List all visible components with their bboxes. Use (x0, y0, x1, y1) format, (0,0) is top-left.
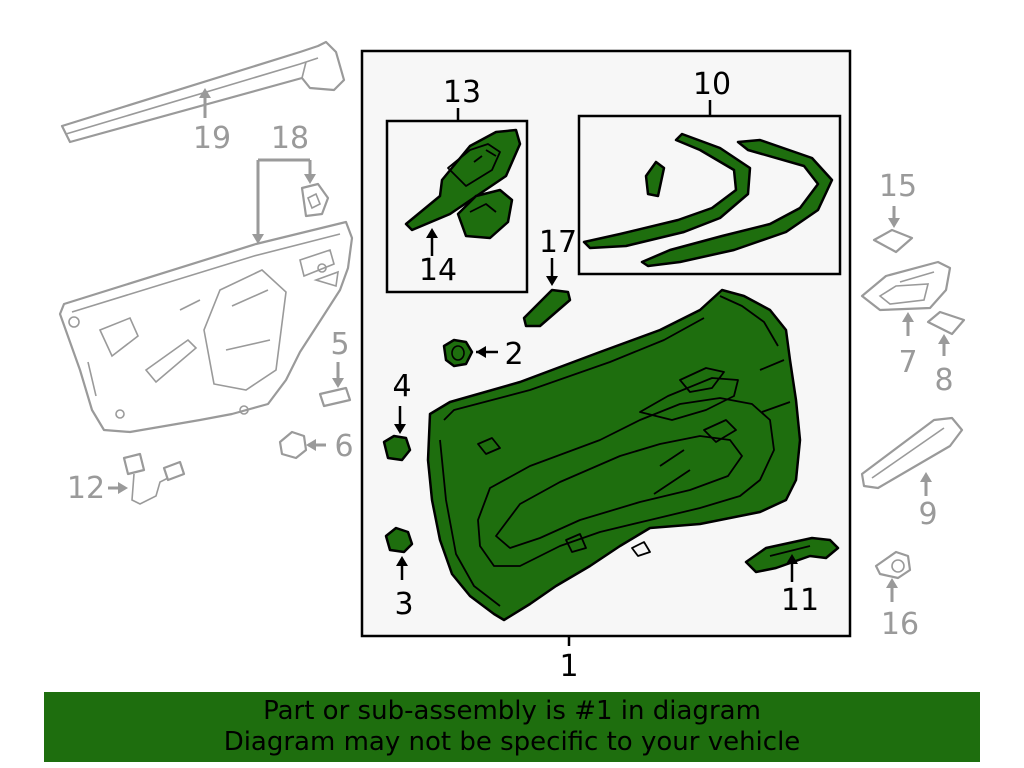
part-7-switch-bezel[interactable]: 7 (860, 260, 952, 380)
callout-5: 5 (330, 327, 349, 362)
callout-4: 4 (392, 369, 411, 404)
part-16-grommet[interactable]: 16 (874, 550, 919, 642)
callout-15: 15 (879, 169, 917, 204)
subassembly-13-switch[interactable]: 13 14 (385, 75, 529, 294)
subassembly-10-trim-strips[interactable]: 10 (577, 67, 842, 276)
callout-18: 18 (271, 121, 309, 156)
banner-line-2: Diagram may not be specific to your vehi… (223, 727, 801, 757)
callout-16: 16 (881, 607, 919, 642)
part-19-belt-molding[interactable]: 19 (60, 40, 346, 156)
part-17-pad[interactable]: 17 (522, 225, 577, 328)
info-banner: Part or sub-assembly is #1 in diagram Di… (44, 692, 980, 762)
callout-13: 13 (443, 75, 481, 110)
part-4-clip[interactable]: 4 (382, 369, 412, 462)
callout-10: 10 (693, 67, 731, 102)
part-15-trim-cover[interactable]: 15 (872, 169, 917, 254)
part-6-nut[interactable]: 6 (278, 429, 354, 464)
callout-17: 17 (539, 225, 577, 260)
callout-9: 9 (918, 497, 937, 532)
banner-line-1: Part or sub-assembly is #1 in diagram (263, 696, 761, 726)
callout-14: 14 (419, 253, 457, 288)
part-9-armrest[interactable]: 9 (860, 416, 964, 532)
callout-11: 11 (781, 583, 819, 618)
part-2-push-pin[interactable]: 2 (442, 337, 524, 372)
callout-3: 3 (394, 587, 413, 622)
callout-6: 6 (334, 429, 353, 464)
part-3-clip[interactable]: 3 (384, 526, 414, 622)
callout-2: 2 (504, 337, 523, 372)
callout-12: 12 (67, 471, 105, 506)
part-1-door-trim-panel[interactable] (426, 288, 802, 622)
part-8-pad[interactable]: 8 (926, 310, 966, 398)
callout-7: 7 (898, 345, 917, 380)
part-5-clip[interactable]: 5 (318, 327, 352, 408)
callout-8: 8 (934, 363, 953, 398)
part-11-handle-bracket[interactable]: 11 (744, 536, 840, 618)
callout-19: 19 (193, 121, 231, 156)
callout-1: 1 (559, 649, 578, 684)
part-18-door-module[interactable]: 18 (58, 121, 354, 434)
part-12-harness[interactable]: 12 (67, 452, 186, 506)
